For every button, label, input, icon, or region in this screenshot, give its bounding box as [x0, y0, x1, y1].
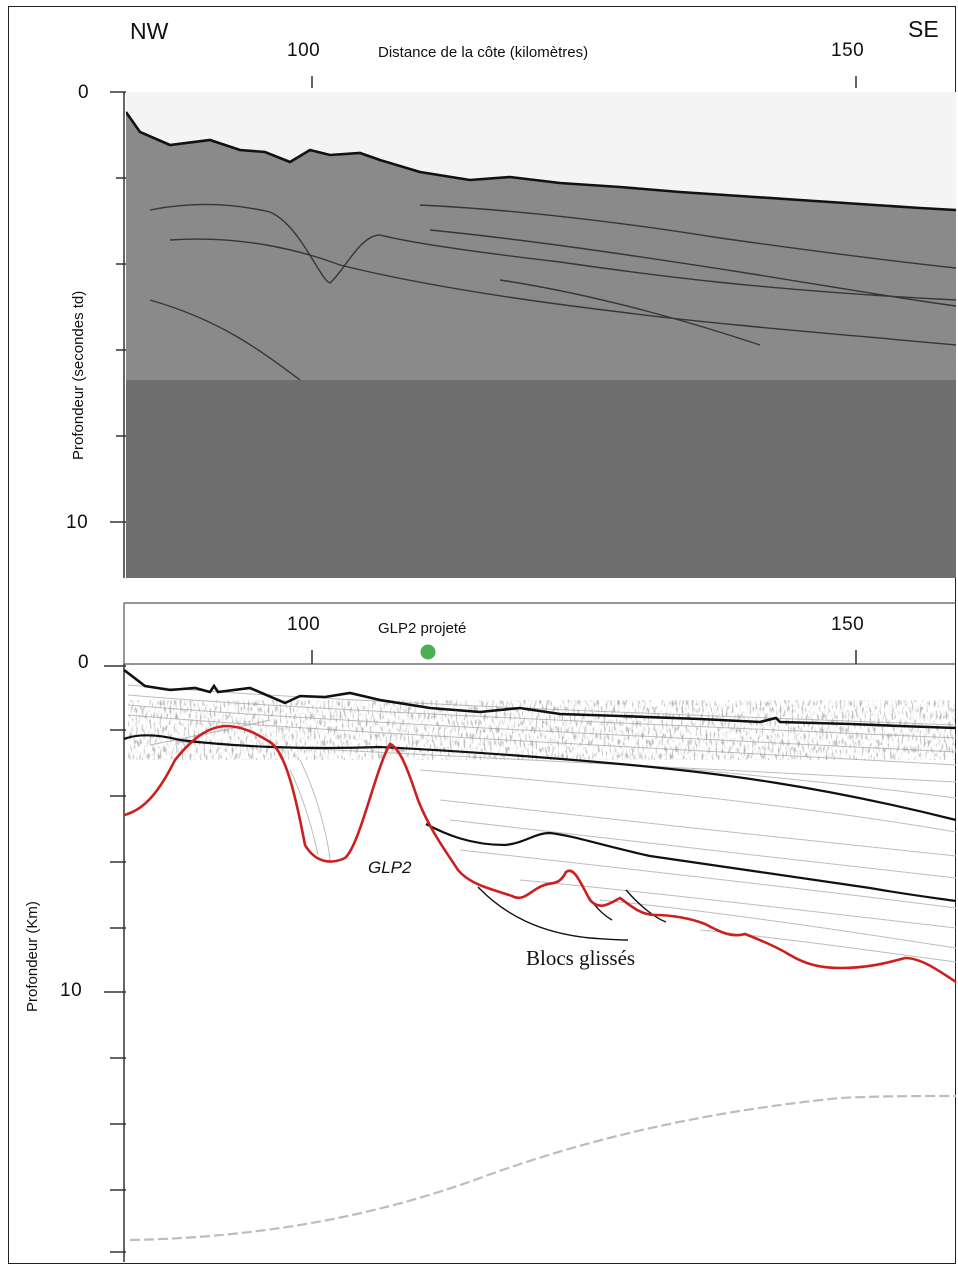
glp2-projected-label: GLP2 projeté [378, 620, 467, 637]
bottom-y-tick-10: 10 [60, 980, 83, 1001]
top-y-ticks [110, 91, 126, 523]
top-y-axis-title: Profondeur (secondes td) [70, 290, 87, 460]
bottom-x-tick-100: 100 [287, 614, 321, 635]
direction-se-label: SE [908, 16, 939, 42]
bottom-y-tick-0: 0 [78, 652, 90, 673]
basement-top-red-line [123, 724, 957, 984]
bottom-interpretation-panel [104, 602, 957, 1262]
top-x-tick-100: 100 [287, 40, 321, 61]
direction-nw-label: NW [130, 18, 169, 44]
top-x-ticks [311, 76, 857, 88]
bottom-y-ticks [104, 665, 126, 1253]
bottom-seafloor-horizon [123, 668, 957, 730]
glp2-feature-label: GLP2 [368, 858, 412, 877]
bottom-x-ticks [311, 650, 857, 664]
top-y-tick-0: 0 [78, 82, 90, 103]
bottom-y-axis-title: Profondeur (Km) [24, 901, 41, 1012]
glp2-well-marker [420, 644, 436, 660]
intermediate-horizon [123, 734, 957, 822]
top-x-tick-150: 150 [831, 40, 865, 61]
top-x-axis-title: Distance de la côte (kilomètres) [378, 44, 589, 61]
bottom-x-tick-150: 150 [831, 614, 865, 635]
figure-frame [8, 6, 956, 1264]
seafloor-reflector [126, 111, 956, 212]
top-y-tick-10: 10 [66, 512, 89, 533]
top-seismic-panel [110, 76, 956, 578]
slide-blocks-label: Blocs glissés [526, 946, 636, 970]
deep-horizon [425, 823, 957, 903]
deep-crust-dashed-line [129, 1094, 957, 1242]
